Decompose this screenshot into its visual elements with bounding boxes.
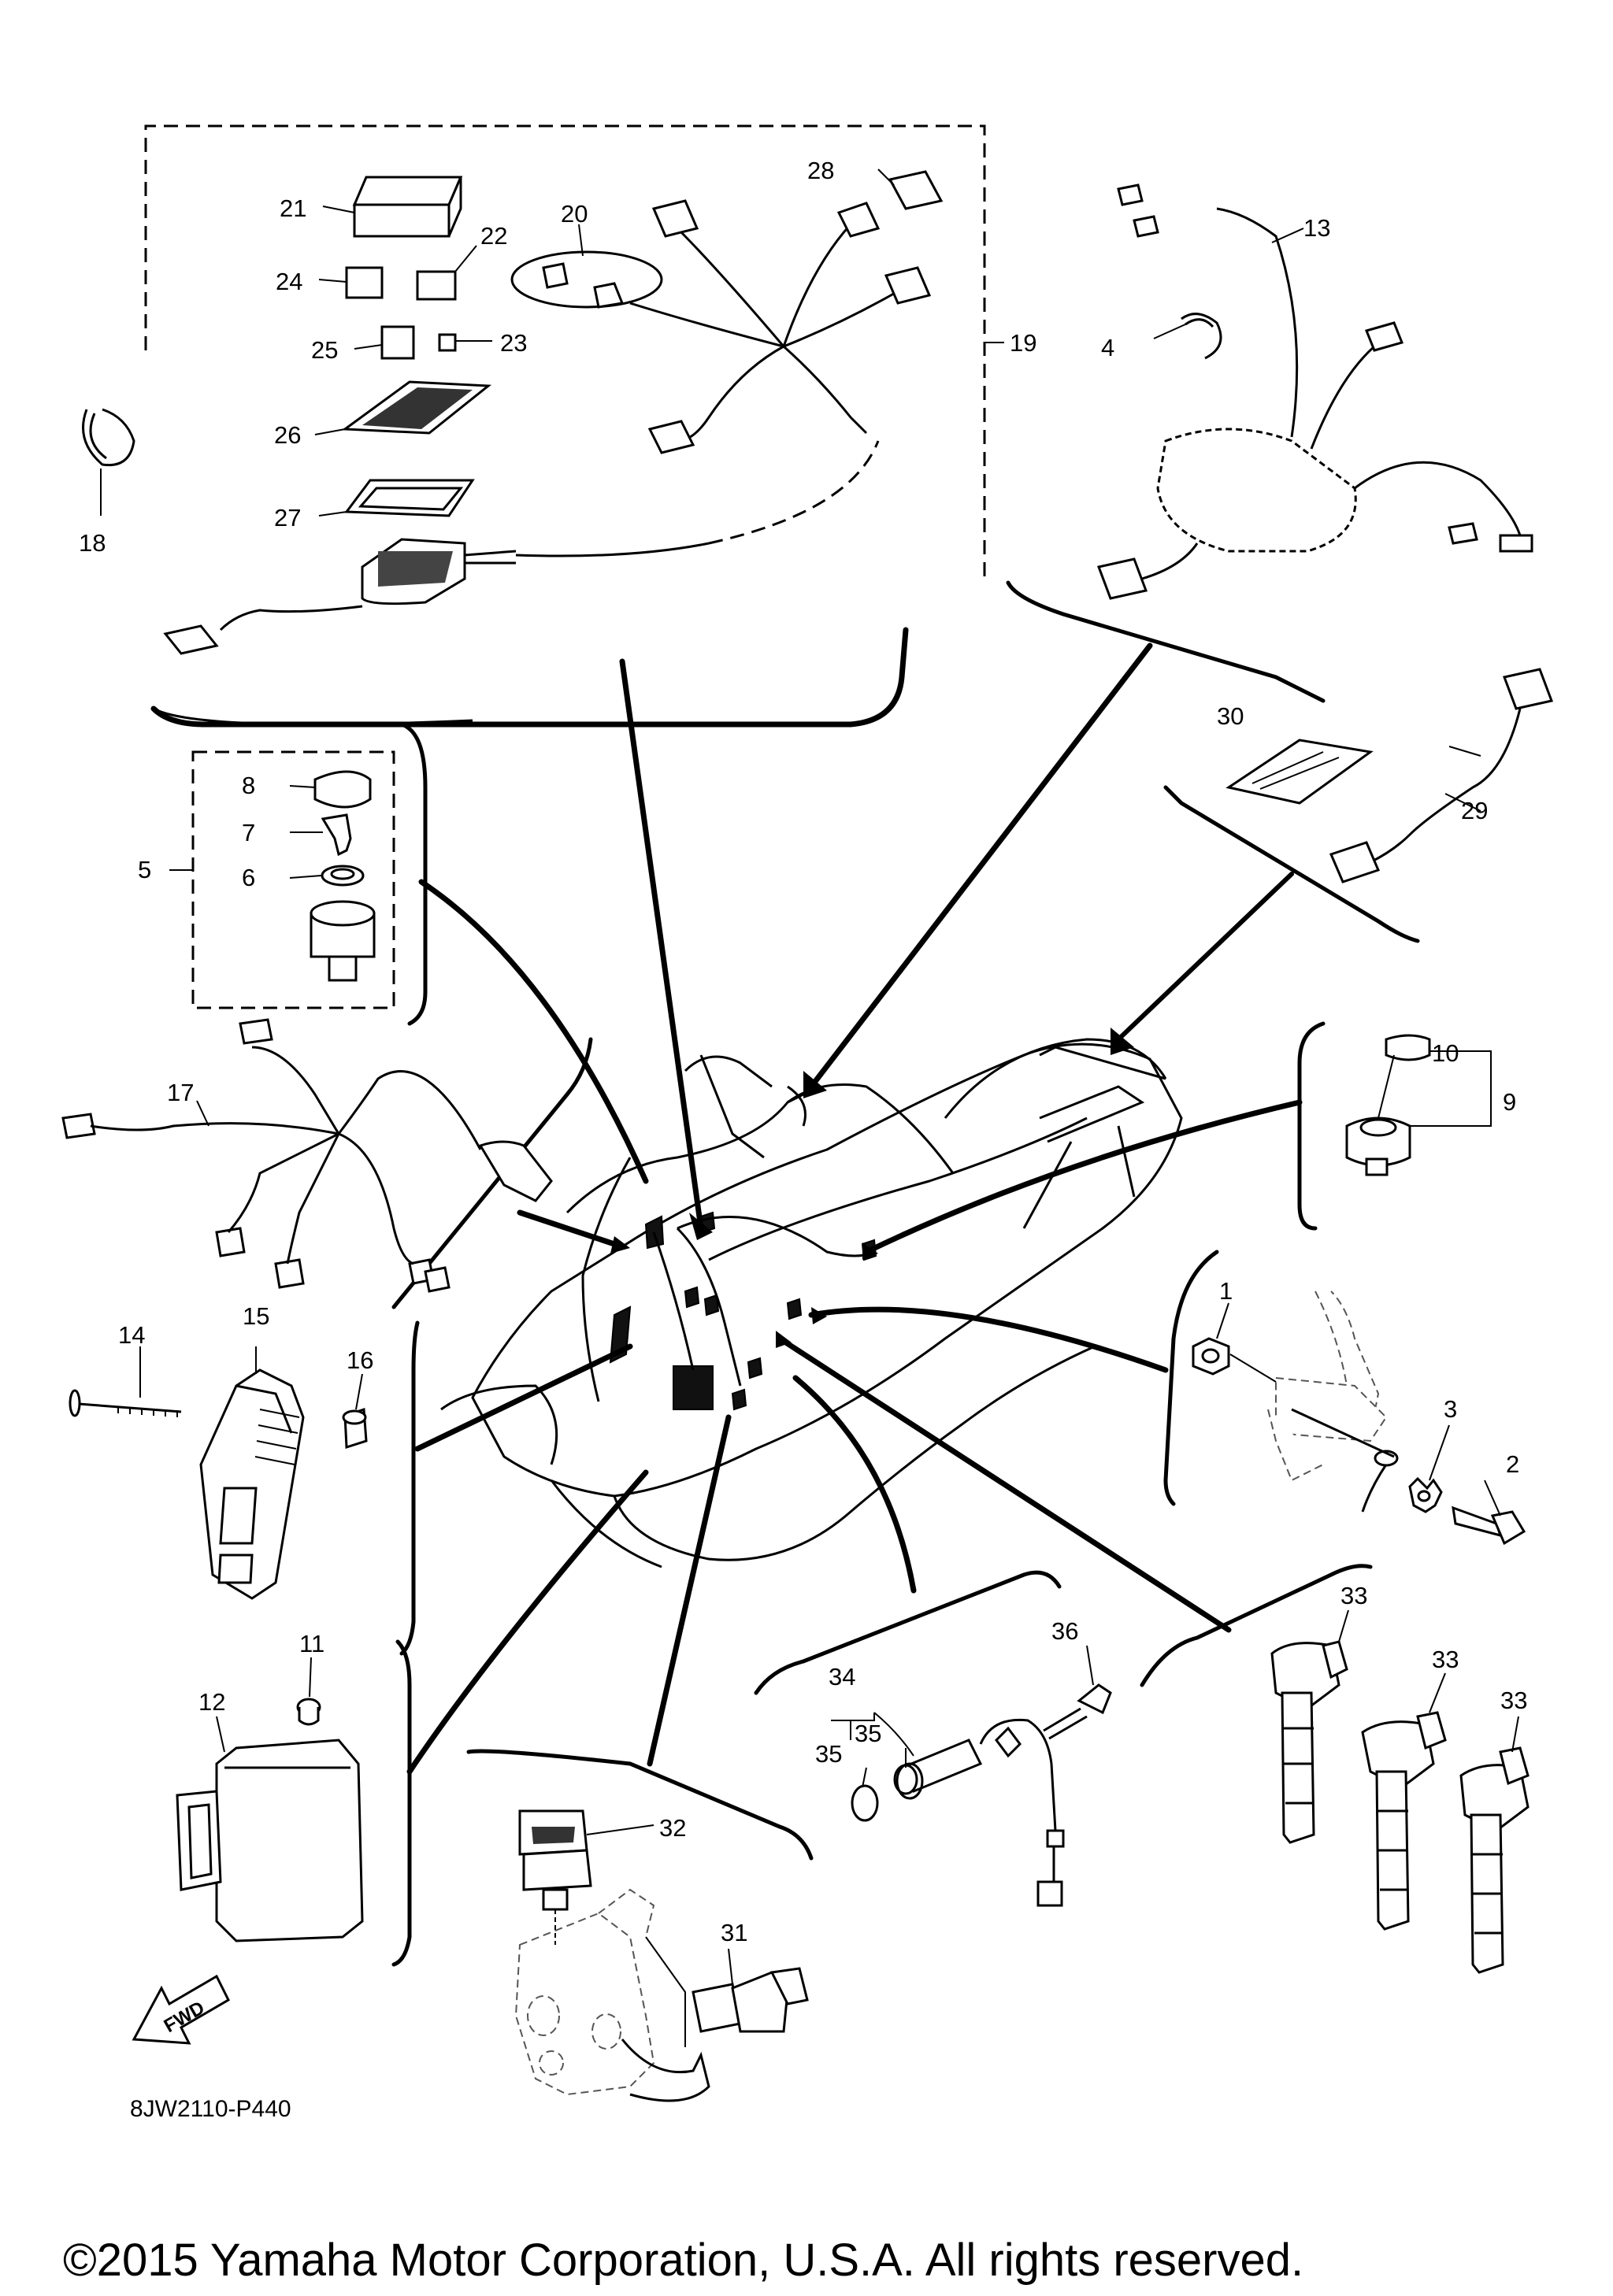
callout-4: 4 — [1101, 334, 1114, 361]
fuse-box-assembly-group — [144, 124, 1004, 728]
label-30 — [1226, 739, 1374, 805]
o-ring-35b — [895, 1762, 924, 1800]
callout-31: 31 — [721, 1919, 747, 1946]
mini-fuse-23 — [438, 333, 457, 352]
harness-17-group — [61, 1018, 593, 1309]
meter-cover — [1156, 428, 1357, 553]
callout-33b: 33 — [1432, 1646, 1459, 1673]
callout-11: 11 — [299, 1630, 324, 1657]
clamp-18 — [82, 408, 135, 516]
o-ring-35a — [851, 1784, 879, 1822]
callout-14: 14 — [118, 1321, 145, 1349]
diagram-code: 8JW2110-P440 — [130, 2096, 291, 2122]
nut-1 — [1192, 1337, 1230, 1376]
callout-29: 29 — [1461, 797, 1488, 824]
rectifier-group — [69, 1320, 420, 1656]
indicator-group — [1297, 1021, 1492, 1231]
fuse-22 — [416, 270, 457, 301]
callout-19: 19 — [1010, 329, 1036, 357]
callout-28: 28 — [807, 157, 834, 184]
callout-34: 34 — [829, 1663, 855, 1691]
meter-harness-group — [1006, 183, 1533, 703]
oil-pressure-sensor-31 — [692, 1967, 809, 2033]
callout-16: 16 — [347, 1346, 373, 1374]
callout-26: 26 — [274, 421, 301, 449]
callout-6: 6 — [242, 864, 255, 891]
ignition-coil-3 — [1459, 1746, 1530, 1974]
rectifier-regulator — [199, 1368, 305, 1600]
speed-sensor-group — [754, 1570, 1112, 1907]
fuse-box-base — [361, 538, 517, 605]
callout-22: 22 — [480, 222, 507, 250]
callout-24: 24 — [276, 268, 302, 295]
fuse-label-sheet — [314, 380, 492, 435]
pointer-lines — [406, 643, 1303, 1775]
callout-1: 1 — [1219, 1277, 1233, 1305]
central-junction-block — [673, 1365, 714, 1410]
callout-32: 32 — [659, 1814, 686, 1842]
oil-pressure-switch-32 — [518, 1809, 592, 1911]
callout-25: 25 — [311, 336, 338, 364]
callout-30: 30 — [1217, 702, 1244, 730]
callout-23: 23 — [500, 329, 527, 357]
engine-block-section — [514, 1888, 710, 2102]
switch-group — [169, 722, 428, 1026]
relay-24 — [345, 266, 384, 299]
sensor-34 — [893, 1718, 1065, 1907]
callout-labels: 1 2 3 4 5 6 7 8 9 10 11 12 13 14 15 16 1… — [79, 157, 1527, 1946]
bracket-group — [1163, 1250, 1526, 1546]
extension-harness-group — [1163, 668, 1554, 943]
callout-7: 7 — [242, 819, 255, 846]
callout-33a: 33 — [1340, 1582, 1367, 1609]
callout-18: 18 — [79, 529, 106, 557]
callout-15: 15 — [243, 1302, 269, 1330]
cap-10 — [1385, 1034, 1431, 1061]
callout-13: 13 — [1303, 214, 1330, 242]
callout-36: 36 — [1051, 1617, 1078, 1645]
callout-33c: 33 — [1500, 1687, 1527, 1714]
lock-washer-3 — [1408, 1476, 1443, 1513]
callout-35b: 35 — [855, 1720, 881, 1747]
key-7 — [321, 813, 352, 857]
main-switch — [310, 900, 376, 982]
watercraft-outline — [440, 1038, 1183, 1568]
connector-front — [163, 624, 219, 655]
callout-17: 17 — [167, 1079, 194, 1106]
callout-9: 9 — [1503, 1088, 1516, 1116]
gasket-27 — [318, 479, 475, 517]
fuse-box-cover — [322, 176, 463, 238]
bolt-36 — [1043, 1683, 1112, 1740]
callout-21: 21 — [280, 194, 306, 222]
collar-16 — [342, 1407, 368, 1450]
callout-27: 27 — [274, 504, 301, 531]
copyright-notice: ©2015 Yamaha Motor Corporation, U.S.A. A… — [63, 2235, 1303, 2286]
clamp-4 — [1181, 313, 1222, 360]
ignition-coil-group — [1140, 1564, 1530, 1974]
ignition-coil-1 — [1270, 1640, 1348, 1844]
callout-10: 10 — [1432, 1039, 1459, 1067]
callout-12: 12 — [198, 1688, 225, 1716]
callout-5: 5 — [138, 856, 151, 883]
cap-8 — [313, 770, 372, 809]
callout-35a: 35 — [815, 1740, 842, 1768]
pressure-sensor-group — [466, 1749, 814, 2102]
sub-harness-19 — [629, 168, 944, 454]
callout-3: 3 — [1444, 1395, 1457, 1423]
engine-control-unit — [176, 1739, 364, 1942]
ignition-coil-2 — [1361, 1711, 1447, 1931]
fuse-holder-20 — [510, 224, 663, 309]
callout-2: 2 — [1506, 1450, 1519, 1478]
callout-20: 20 — [561, 200, 588, 228]
bolt-2 — [1452, 1505, 1526, 1546]
ecu-group — [176, 1639, 412, 1967]
callout-8: 8 — [242, 772, 255, 799]
relay-25 — [380, 325, 415, 360]
forward-direction-arrow — [132, 1974, 230, 2045]
